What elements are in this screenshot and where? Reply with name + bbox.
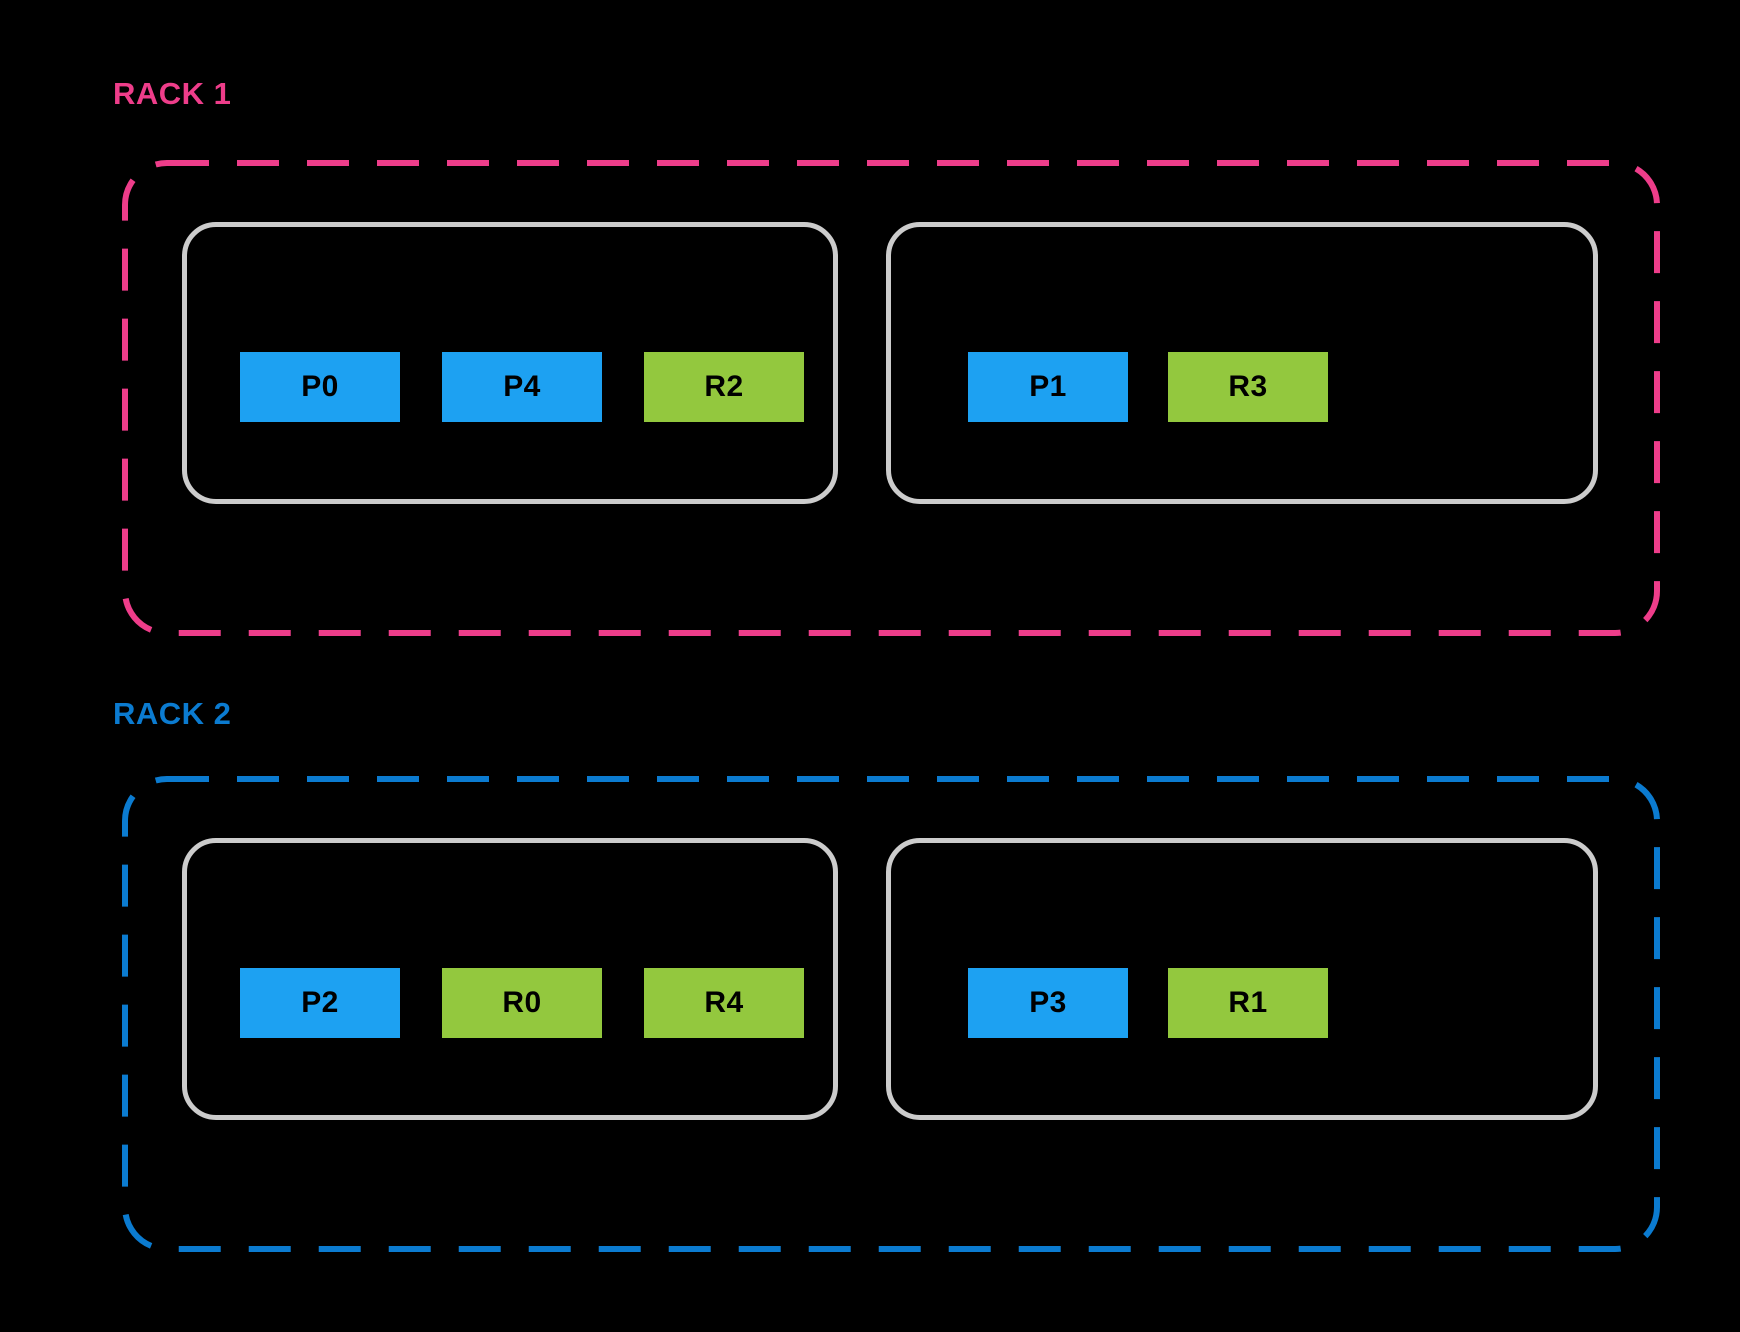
rack-1-label: RACK 1	[113, 76, 232, 111]
partition-block-p2[interactable]: P2	[240, 968, 400, 1038]
replica-block-r4[interactable]: R4	[644, 968, 804, 1038]
partition-block-p0[interactable]: P0	[240, 352, 400, 422]
partition-block-p1[interactable]: P1	[968, 352, 1128, 422]
replica-block-r3[interactable]: R3	[1168, 352, 1328, 422]
rack-2-label: RACK 2	[113, 696, 232, 731]
rack2-node2-container	[886, 838, 1598, 1120]
rack1-node2-container	[886, 222, 1598, 504]
rack2-node1-container	[182, 838, 838, 1120]
partition-block-p4[interactable]: P4	[442, 352, 602, 422]
rack2-node1-blocks: P2 R0 R4	[240, 968, 804, 1038]
partition-block-p3[interactable]: P3	[968, 968, 1128, 1038]
rack1-node1-blocks: P0 P4 R2	[240, 352, 804, 422]
replica-block-r0[interactable]: R0	[442, 968, 602, 1038]
replica-block-r2[interactable]: R2	[644, 352, 804, 422]
replica-block-r1[interactable]: R1	[1168, 968, 1328, 1038]
rack1-node1-container	[182, 222, 838, 504]
rack2-node2-blocks: P3 R1	[968, 968, 1328, 1038]
rack-2-boundary	[122, 776, 1660, 1252]
rack-1-boundary	[122, 160, 1660, 636]
rack1-node2-blocks: P1 R3	[968, 352, 1328, 422]
